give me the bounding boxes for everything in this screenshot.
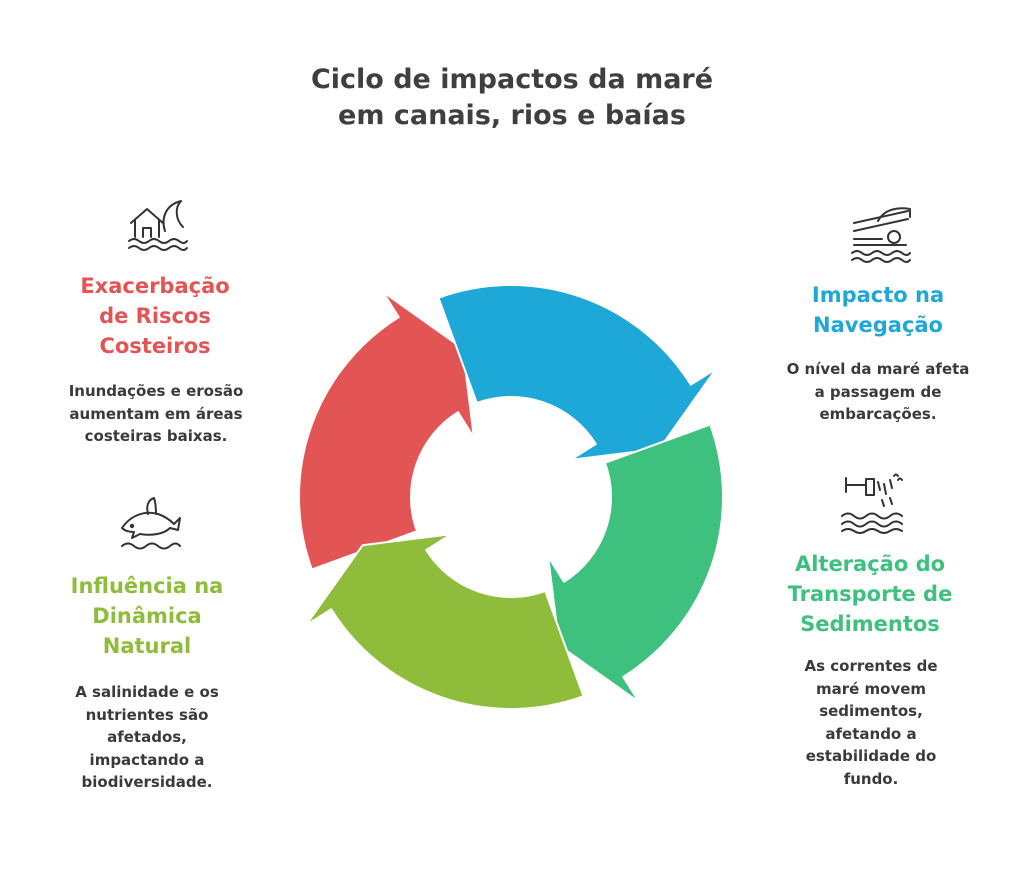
- sediment-transport-title: Alteração do Transporte de Sedimentos: [787, 552, 953, 636]
- title-line-1: Ciclo de impactos da maré: [310, 64, 714, 95]
- coastal-risks-title: Exacerbação de Riscos Costeiros: [80, 274, 230, 358]
- sediment-transport-description: As correntes de maré movem sedimentos, a…: [804, 657, 938, 788]
- sediment-pipe-icon: [841, 473, 903, 534]
- natural-dynamics-title: Influência na Dinâmica Natural: [70, 574, 224, 658]
- flooded-house-wave-icon: [128, 200, 188, 251]
- cycle-arrow-natural-dynamics: [304, 533, 585, 710]
- cycle-arrow-sediment-transport: [547, 423, 724, 704]
- navigation-description: O nível da maré afeta a passagem de emba…: [786, 360, 970, 423]
- dolphin-icon: [121, 497, 181, 550]
- title-line-2: em canais, rios e baías: [338, 100, 686, 131]
- cycle-diagram: [298, 284, 724, 710]
- diagram-title: Ciclo de impactos da maré em canais, rio…: [262, 62, 762, 134]
- boat-ramp-icon: [851, 207, 911, 263]
- navigation-title: Impacto na Navegação: [811, 283, 945, 337]
- cycle-arrow-navigation: [437, 284, 718, 461]
- coastal-risks-description: Inundações e erosão aumentam em áreas co…: [68, 382, 244, 445]
- natural-dynamics-description: A salinidade e os nutrientes são afetado…: [75, 683, 219, 791]
- cycle-arrow-coastal-risks: [298, 290, 475, 571]
